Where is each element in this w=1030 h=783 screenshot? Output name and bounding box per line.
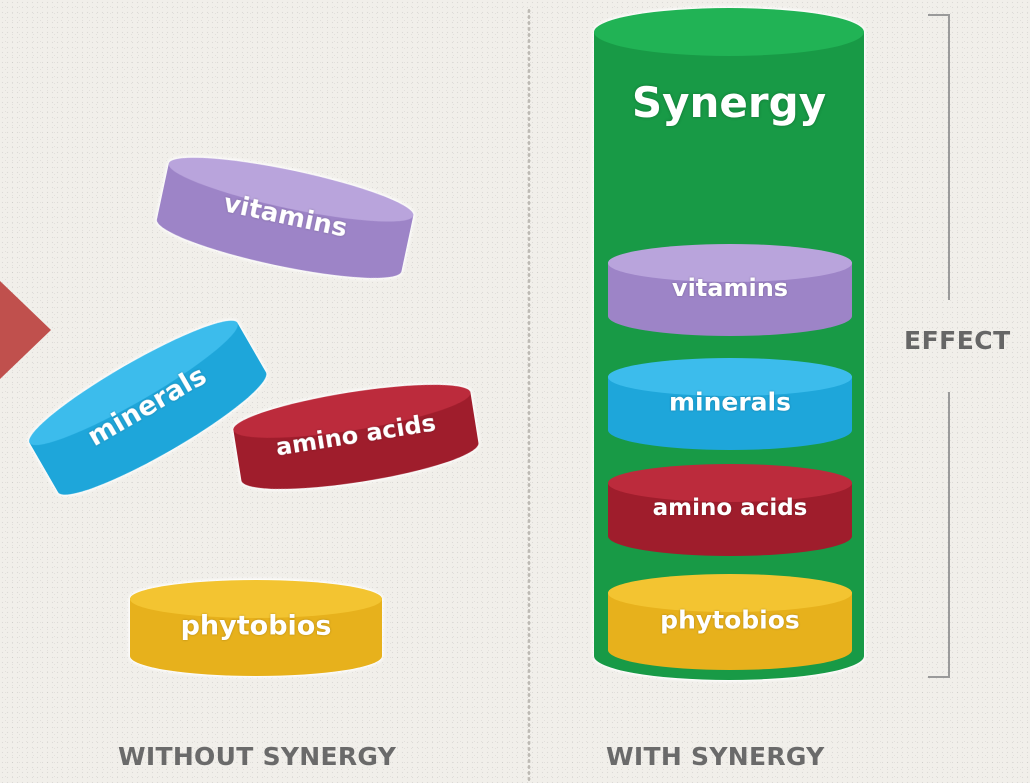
synergy-title: Synergy: [594, 78, 864, 127]
pill-phytobios-scattered: phytobios: [130, 580, 382, 676]
caption-without-synergy: WITHOUT SYNERGY: [118, 742, 396, 771]
pill-label: amino acids: [608, 495, 852, 521]
effect-bracket-top: [928, 14, 950, 300]
pill-minerals-stacked: minerals: [608, 358, 852, 450]
pill-label: phytobios: [608, 606, 852, 635]
effect-label: EFFECT: [904, 326, 1030, 355]
pill-label: vitamins: [608, 274, 852, 302]
pill-phytobios-stacked: phytobios: [608, 574, 852, 670]
pill-amino-acids-stacked: amino acids: [608, 464, 852, 556]
pill-label: minerals: [608, 388, 852, 417]
section-divider: [527, 8, 531, 783]
arrow-right-icon: [0, 280, 51, 380]
pill-label: phytobios: [130, 611, 382, 642]
caption-with-synergy: WITH SYNERGY: [606, 742, 825, 771]
effect-bracket-bottom: [928, 392, 950, 678]
pill-vitamins-stacked: vitamins: [608, 244, 852, 336]
